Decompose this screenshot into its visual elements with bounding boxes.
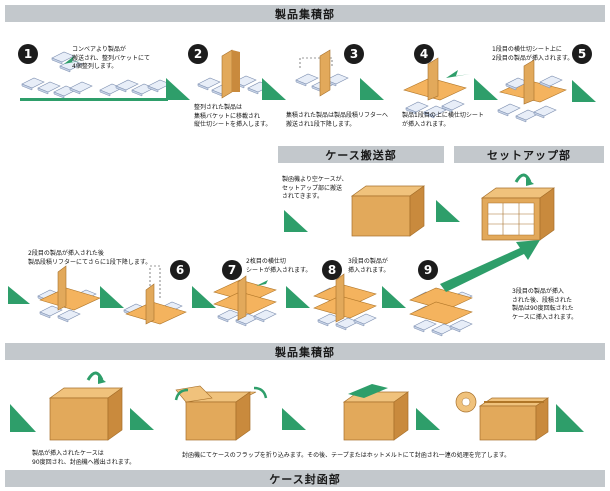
step3-art: [295, 49, 384, 100]
step-number-1: 1: [18, 44, 38, 64]
section-title: 製品集積部: [275, 345, 335, 359]
step-number-4: 4: [414, 44, 434, 64]
caption-step7: 2枚目の横仕切 シートが挿入されます。: [246, 258, 312, 274]
step-number-9: 9: [418, 260, 438, 280]
section-bar-collect-top: 製品集積部: [5, 5, 605, 22]
filled-case: [48, 371, 124, 441]
section-bar-case-seal: ケース封函部: [5, 470, 605, 487]
step-number-6: 6: [170, 260, 190, 280]
section-title: ケース封函部: [269, 472, 341, 486]
caption-step5: 1段目の横仕切シート上に 2段目の製品が挿入されます。: [492, 46, 574, 62]
step1-products: [20, 51, 100, 101]
section-title: セットアップ部: [487, 148, 571, 162]
caption-case-out: 製品が挿入されたケースは 90度回され、封函機へ搬出されます。: [32, 450, 136, 466]
step8-art: [313, 273, 406, 331]
caption-step3: 集積された製品は製品段積リフターへ 搬送され1段下降します。: [286, 112, 389, 128]
section-bar-setup: セットアップ部: [454, 146, 604, 163]
caption-step1: コンベアより製品が 搬送され、整列バケットにて 4個整列します。: [72, 46, 151, 70]
step7-art: [192, 275, 310, 327]
setup-case: [480, 173, 556, 241]
step5-art: [497, 59, 596, 123]
step-number-7: 7: [222, 260, 242, 280]
step1-conveyor: [98, 78, 190, 101]
step4-art: [403, 57, 498, 119]
step9-art: [409, 240, 540, 337]
step2-art: [197, 49, 286, 100]
caption-transport: 製函機より空ケースが、 セットアップ部に搬送 されてきます。: [282, 176, 348, 200]
step-number-5: 5: [572, 44, 592, 64]
folding-case: [174, 385, 268, 441]
caption-step6: 2段目の製品が挿入された後 製品段積リフターにてさらに1段下降します。: [28, 250, 152, 266]
taping-case: [342, 384, 410, 441]
step6-art: [8, 265, 187, 325]
step-number-2: 2: [188, 44, 208, 64]
caption-step2: 整列された製品は 集積バケットに移載され 縦仕切シートを挿入します。: [194, 104, 272, 128]
step-number-8: 8: [322, 260, 342, 280]
caption-seal: 封函機にてケースのフラップを折り込みます。その後、テープまたはホットメルトにて封…: [182, 452, 511, 459]
caption-step9: 3段目の製品が挿入 された後、段積された 製品は90度回転された ケースに挿入さ…: [512, 288, 578, 321]
section-title: 製品集積部: [275, 7, 335, 21]
sealed-case: [455, 391, 550, 441]
caption-step8: 3段目の製品が 挿入されます。: [348, 258, 390, 274]
section-title: ケース搬送部: [325, 148, 397, 162]
section-bar-case-transport: ケース搬送部: [278, 146, 444, 163]
empty-case: [350, 185, 426, 237]
section-bar-collect-mid: 製品集積部: [5, 343, 605, 360]
step-number-3: 3: [344, 44, 364, 64]
caption-step4: 製品1段目の上に横仕切シート が挿入されます。: [402, 112, 484, 128]
